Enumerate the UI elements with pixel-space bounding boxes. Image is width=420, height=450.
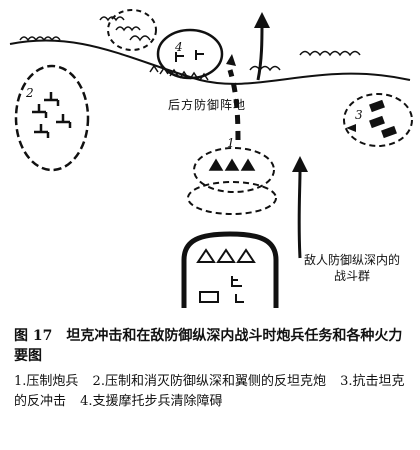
legend-item-4: 4.支援摩托步兵清除障碍 <box>80 394 223 409</box>
defense-line-barbs <box>149 64 209 81</box>
zone-number-1: 1 <box>227 136 235 150</box>
figure-number: 图 17 <box>14 328 53 344</box>
battle-area-lower <box>187 181 277 215</box>
enemy-triangles <box>196 248 256 263</box>
anti-tank-gun-icon <box>175 50 204 62</box>
terrain-bumps <box>19 16 361 72</box>
tank-route <box>227 69 241 141</box>
figure-title: 坦克冲击和在敌防御纵深内战斗时炮兵任务和各种火力要图 <box>14 328 403 364</box>
legend-item-1: 1.压制炮兵 <box>14 374 79 389</box>
battle-diagram <box>9 9 413 308</box>
enemy-battle-group <box>181 231 279 308</box>
battle-area-center <box>193 147 275 193</box>
flank-arrow-head <box>292 156 308 172</box>
zone-number-3: 3 <box>355 108 363 122</box>
zone-1-bumps <box>115 26 141 32</box>
flank-arrow <box>297 169 302 259</box>
zone-1-area <box>107 9 157 51</box>
vehicle-icon <box>199 291 244 303</box>
counterattack-arrow <box>346 124 356 132</box>
legend-item-2: 2.压制和消灭防御纵深和翼侧的反坦克炮 <box>92 374 326 389</box>
advance-arrow-upper-head <box>254 12 270 28</box>
zone-3-area <box>343 93 413 147</box>
tank-route-head <box>226 54 236 66</box>
zone-2-area <box>14 64 90 172</box>
rear-position-label: 后方防御阵地 <box>168 98 247 112</box>
defense-line <box>9 39 411 85</box>
artillery-icon <box>32 92 72 138</box>
zone-number-4: 4 <box>175 40 183 54</box>
enemy-tank-icons <box>208 158 256 171</box>
zone-number-2: 2 <box>26 86 34 100</box>
tank-icon <box>369 99 397 139</box>
advance-arrow-upper <box>256 23 264 81</box>
command-post-icon <box>231 276 242 287</box>
legend-item-3: 3.抗击坦克的反冲击 <box>14 374 405 409</box>
battle-group-label: 敌人防御纵深内的战斗群 <box>303 253 400 283</box>
legend: 1.压制炮兵 2.压制和消灭防御纵深和翼侧的反坦克炮 3.抗击坦克的反冲击 4.… <box>14 372 410 412</box>
